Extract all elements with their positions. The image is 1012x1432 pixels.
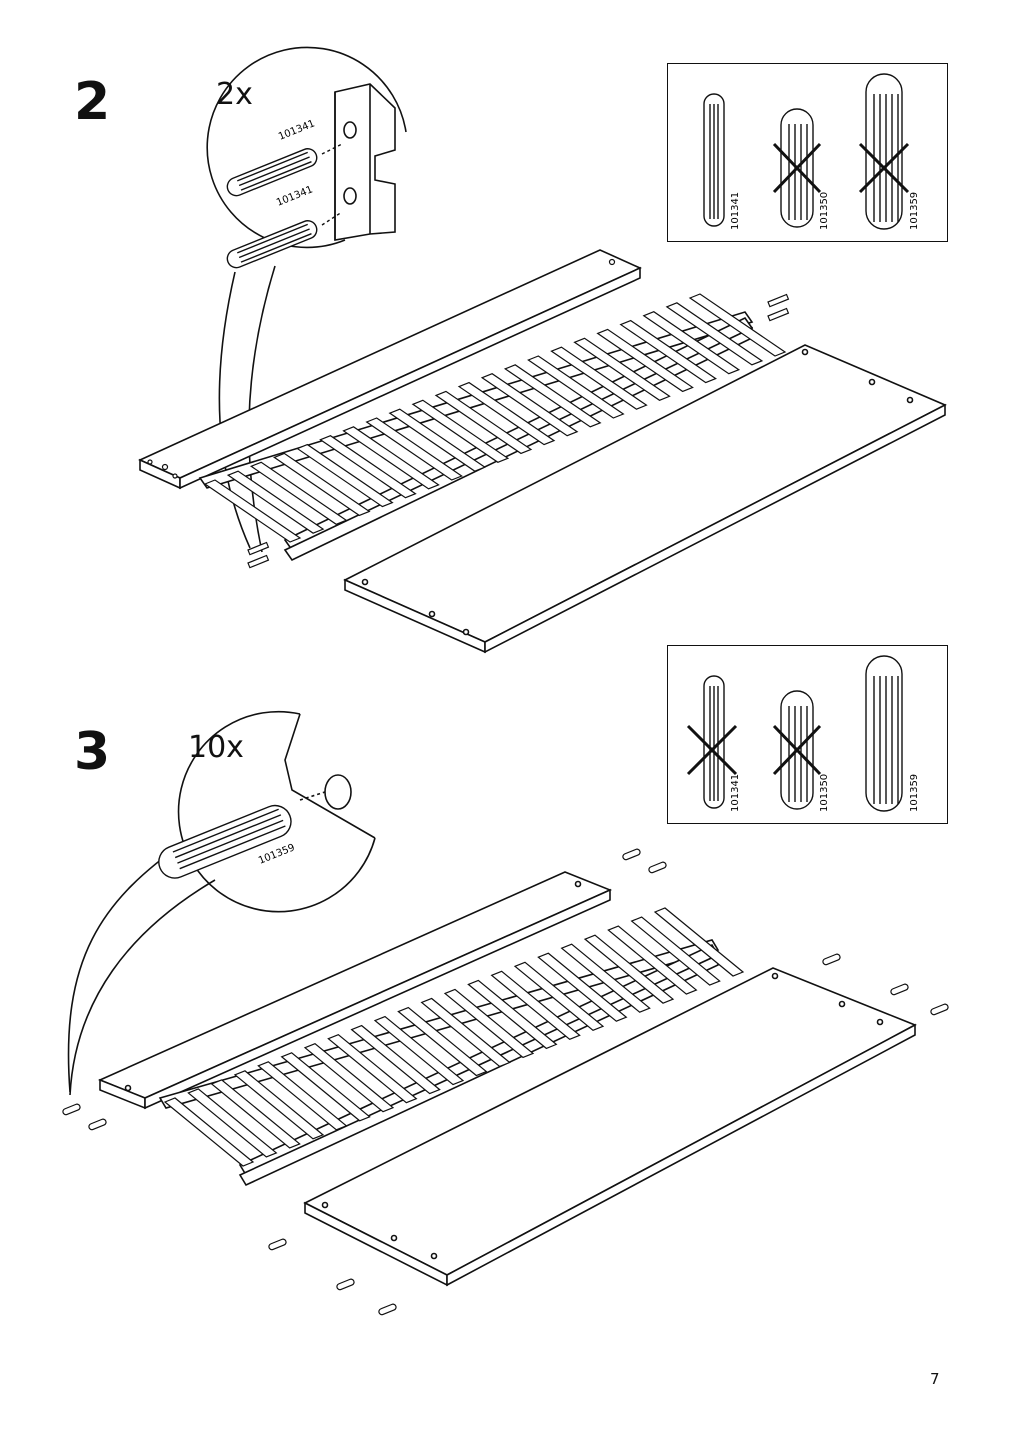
step-2-slats — [203, 293, 787, 543]
slat — [420, 997, 511, 1068]
reject-cross-icon — [686, 724, 738, 776]
reject-cross-icon — [772, 724, 822, 776]
dowel — [890, 983, 909, 996]
legend-code: 101359 — [909, 774, 920, 812]
slat — [467, 979, 558, 1050]
slat — [327, 1033, 418, 1104]
slat — [233, 1070, 325, 1140]
legend-code: 101341 — [730, 774, 741, 812]
reject-cross-icon — [772, 142, 822, 194]
slat — [513, 961, 605, 1031]
slat — [411, 399, 510, 463]
slat — [490, 970, 581, 1041]
slat — [350, 1024, 441, 1095]
step-2-panel — [343, 344, 947, 654]
dowel — [62, 1103, 81, 1116]
slat — [342, 426, 440, 490]
slat — [187, 1088, 278, 1158]
step-3-quantity: 10x — [188, 730, 244, 765]
slat — [503, 364, 602, 428]
slat — [388, 408, 487, 472]
step-2-dowel-legend: 101341 101350 101359 — [667, 63, 948, 242]
slat — [163, 1097, 255, 1167]
slat — [434, 390, 533, 455]
slat — [257, 1061, 348, 1131]
dowel — [622, 848, 641, 861]
slat — [203, 479, 302, 543]
slat — [560, 943, 651, 1013]
slat — [573, 337, 671, 401]
dowel — [268, 1238, 287, 1251]
step-3-panel — [303, 967, 917, 1287]
dowel — [88, 1118, 107, 1131]
dowel — [336, 1278, 355, 1291]
dowel — [648, 861, 667, 874]
step-3-callout-dowel — [158, 804, 292, 879]
slat — [226, 470, 325, 534]
step-3-dowel-legend: 101341 101350 101359 — [667, 645, 948, 824]
slat — [583, 934, 675, 1004]
legend-code: 101350 — [819, 192, 830, 230]
slat — [273, 452, 371, 517]
slat — [373, 1015, 465, 1086]
slat — [319, 435, 417, 499]
slat — [210, 1079, 301, 1149]
slat — [527, 355, 625, 419]
dowel-small-icon — [703, 93, 725, 227]
step-2-number: 2 — [74, 72, 111, 132]
step-3-number: 3 — [74, 722, 111, 782]
legend-code: 101350 — [819, 774, 830, 812]
slat — [443, 988, 535, 1059]
reject-cross-icon — [858, 142, 910, 194]
dowel — [822, 953, 841, 966]
page-number: 7 — [930, 1370, 940, 1388]
slat — [480, 373, 579, 437]
slat — [397, 1006, 488, 1077]
slat — [280, 1052, 371, 1122]
slat — [642, 311, 741, 375]
step-3-callout-label: 101359 — [257, 842, 297, 867]
slat — [653, 907, 745, 977]
slat — [365, 417, 463, 481]
legend-code: 101341 — [730, 192, 741, 230]
slat — [688, 293, 787, 357]
slat — [630, 916, 721, 986]
legend-code: 101359 — [909, 192, 920, 230]
slat — [596, 328, 694, 393]
slat — [303, 1043, 395, 1113]
step-2-quantity: 2x — [216, 77, 253, 112]
dowel — [930, 1003, 949, 1016]
slat — [457, 381, 556, 446]
dowel-large-icon — [865, 655, 903, 812]
slat — [607, 925, 698, 995]
step-3-slats — [163, 907, 745, 1167]
slat — [619, 319, 717, 384]
slat — [550, 346, 648, 410]
slat — [537, 952, 628, 1022]
step-3-dowels — [62, 848, 949, 1316]
step-2-dowels-inserted — [247, 293, 790, 569]
dowel — [378, 1303, 397, 1316]
slat — [665, 302, 764, 366]
slat — [249, 461, 348, 525]
step-2-callout-dowels — [226, 143, 343, 269]
slat — [296, 443, 394, 508]
